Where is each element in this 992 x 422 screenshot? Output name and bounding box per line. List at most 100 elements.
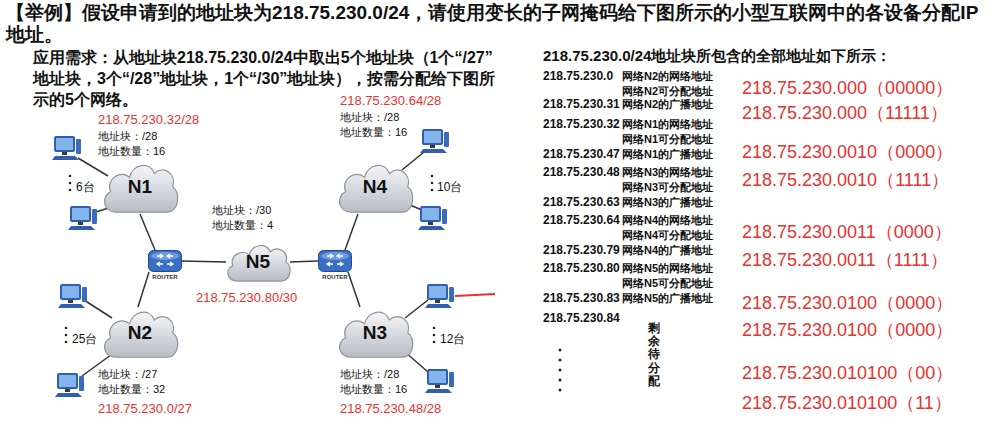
network-cloud: N3 [335, 305, 415, 361]
router-icon [319, 251, 352, 272]
dot [431, 175, 434, 178]
host-count: 6台 [76, 180, 95, 194]
address: 218.75.230.47 [543, 147, 620, 161]
address-role: 网络N3可分配地址 [622, 181, 713, 194]
address: 218.75.230.79 [543, 243, 620, 257]
address: 218.75.230.84 [543, 311, 620, 325]
address: 218.75.230.32 [543, 117, 620, 131]
binary-annotation: 218.75.230.0011（0000） [742, 222, 952, 242]
computer-icon [52, 136, 81, 160]
host-count: 10台 [437, 180, 462, 194]
dot [69, 182, 72, 185]
network-wires [78, 152, 428, 376]
address-role: 网络N1的广播地址 [622, 148, 713, 161]
block-size: 地址块：/30 [212, 204, 271, 217]
wire [78, 158, 108, 176]
subnet-address: 218.75.230.0/27 [98, 401, 192, 416]
binary-annotation: 218.75.230.0100（0000） [742, 320, 953, 340]
computer-icon [418, 206, 447, 230]
network-name: N2 [128, 322, 152, 344]
network-cloud: N1 [100, 158, 180, 216]
binary-annotation: 218.75.230.0010（1111） [742, 170, 949, 190]
subnet-address: 218.75.230.32/28 [98, 112, 199, 127]
binary-annotation: 218.75.230.0011（1111） [742, 250, 948, 270]
address-role: 网络N4的网络地址 [622, 214, 713, 227]
wire [345, 214, 358, 250]
network-name: N5 [246, 251, 270, 273]
network-name: N4 [363, 176, 387, 198]
address-role: 网络N5的网络地址 [622, 262, 713, 275]
computer-icon [55, 373, 84, 397]
address-count: 地址数量：16 [340, 383, 407, 396]
wire [138, 272, 149, 307]
host-count: 12台 [440, 332, 465, 346]
cloud-outline [105, 165, 178, 212]
computer-icon [425, 284, 454, 308]
address: 218.75.230.83 [543, 291, 620, 305]
computer-icon [425, 369, 454, 393]
wire [84, 300, 112, 318]
address-role: 网络N4可分配地址 [622, 229, 713, 242]
dot [433, 334, 436, 337]
computer-icon [58, 284, 87, 308]
dot [433, 341, 436, 344]
dot [559, 369, 562, 372]
remaining-note: 剩余待分配 [648, 322, 660, 388]
address-role: 网络N1的网络地址 [622, 118, 713, 131]
wire [405, 300, 428, 318]
title-text: 【举例】假设申请到的地址块为218.75.230.0/24，请使用变长的子网掩码… [6, 2, 986, 46]
network-cloud: N5 [224, 240, 292, 284]
binary-annotation: 218.75.230.010100（00） [742, 363, 953, 383]
dot [69, 189, 72, 192]
dot [431, 182, 434, 185]
router-caption: ROUTER [152, 274, 177, 281]
address-count: 地址数量：16 [340, 126, 407, 139]
cloud-outline [340, 312, 413, 357]
dot [433, 327, 436, 330]
address: 218.75.230.80 [543, 261, 620, 275]
cloud-outline [340, 165, 413, 212]
cloud-outline [228, 246, 290, 281]
address-role: 网络N2的广播地址 [622, 98, 713, 111]
address-count: 地址数量：16 [98, 145, 165, 158]
dot [559, 359, 562, 362]
wire [140, 214, 155, 250]
dot [65, 334, 68, 337]
network-name: N3 [363, 322, 387, 344]
address: 218.75.230.0 [543, 69, 613, 83]
dot [559, 389, 562, 392]
wire [182, 261, 226, 262]
binary-annotation: 218.75.230.0100（0000） [742, 293, 953, 313]
network-name: N1 [128, 176, 152, 198]
subnet-address: 218.75.230.64/28 [340, 93, 441, 108]
binary-annotation: 218.75.230.000（00000） [742, 78, 953, 98]
network-cloud: N4 [335, 158, 415, 216]
binary-annotation: 218.75.230.010100（11） [742, 393, 952, 413]
block-size: 地址块：/28 [340, 368, 399, 381]
address-role: 网络N2可分配地址 [622, 85, 713, 98]
list-header: 218.75.230.0/24地址块所包含的全部地址如下所示： [543, 47, 891, 65]
address: 218.75.230.64 [543, 213, 620, 227]
wire [290, 261, 318, 262]
cloud-outline [105, 312, 178, 357]
binary-annotation: 218.75.230.000（11111） [742, 103, 948, 123]
host-count: 25台 [72, 332, 97, 346]
address-role: 网络N5可分配地址 [622, 277, 713, 290]
address-count: 地址数量：4 [212, 219, 273, 232]
dot [431, 189, 434, 192]
address-count: 地址数量：32 [98, 383, 165, 396]
address-role: 网络N2的网络地址 [622, 70, 713, 83]
dot [65, 341, 68, 344]
address-role: 网络N1可分配地址 [622, 133, 713, 146]
address: 218.75.230.63 [543, 195, 620, 209]
address-role: 网络N5的广播地址 [622, 292, 713, 305]
dot [559, 349, 562, 352]
address-role: 网络N3的网络地址 [622, 166, 713, 179]
dot [559, 379, 562, 382]
wire [402, 152, 424, 170]
address: 218.75.230.48 [543, 165, 620, 179]
router-icon [149, 251, 182, 272]
block-size: 地址块：/28 [98, 130, 157, 143]
address-role: 网络N4的广播地址 [622, 244, 713, 257]
